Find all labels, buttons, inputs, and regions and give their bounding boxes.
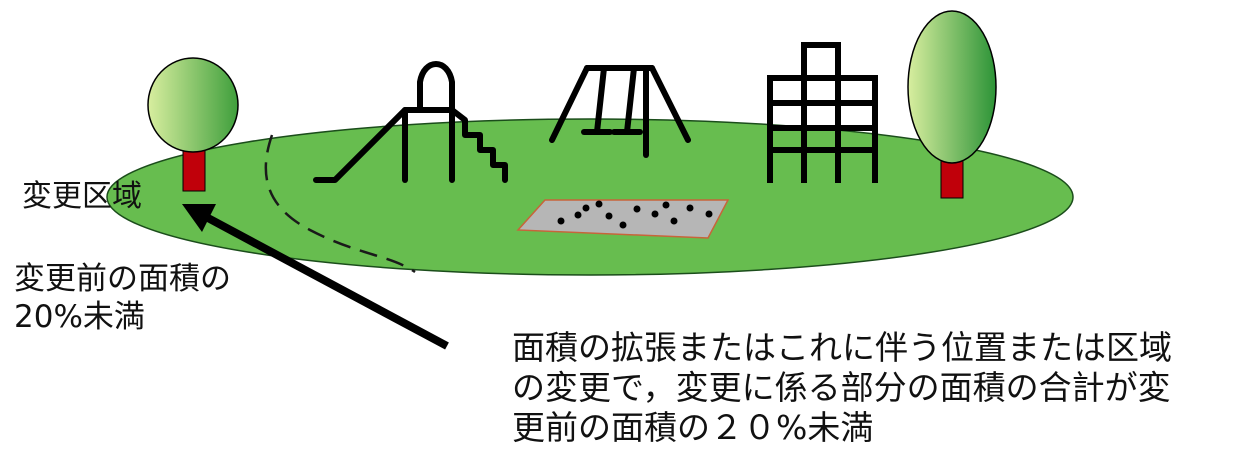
swing (549, 65, 691, 158)
lawn (106, 118, 1074, 276)
change-area-label: 変更区域 (22, 179, 142, 214)
change-area-boundary (264, 134, 416, 274)
tree-left (147, 57, 239, 192)
arrow (182, 204, 449, 350)
threshold-label: 変更前の面積の 20%未満 (14, 261, 231, 335)
tree-crown (907, 10, 997, 164)
description-text: 面積の拡張またはこれに伴う位置または区域 の変更で，変更に係る部分の面積の合計が… (512, 328, 1172, 447)
tree-right (907, 10, 997, 199)
tree-crown (147, 57, 239, 153)
jungle-gym (767, 42, 878, 183)
slide (313, 61, 508, 183)
sandbox (516, 199, 730, 239)
